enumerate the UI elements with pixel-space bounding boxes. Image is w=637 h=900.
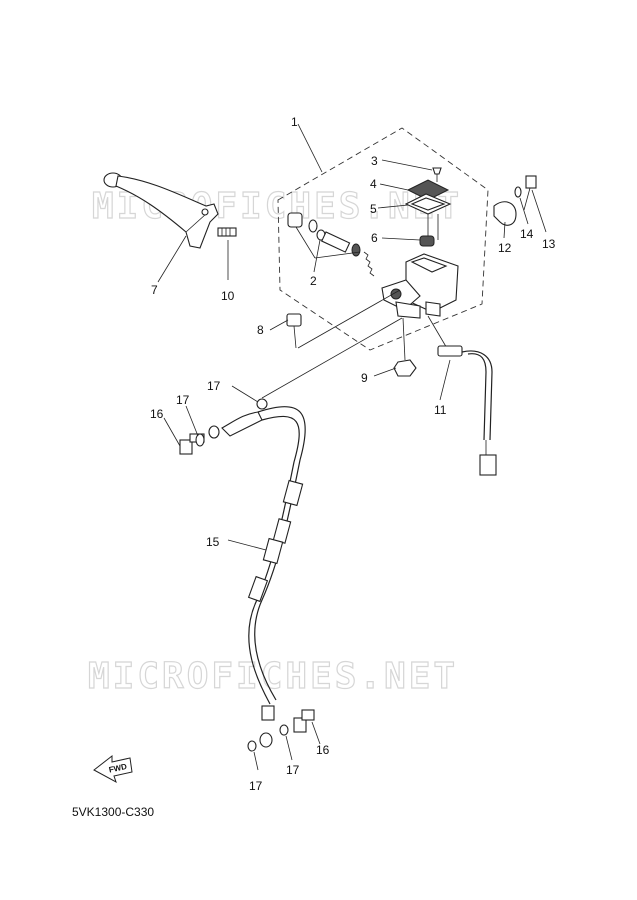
callout-2: 2 bbox=[310, 274, 317, 288]
lever-holder-clamp bbox=[493, 201, 517, 226]
callout-16-upper: 16 bbox=[150, 407, 164, 421]
callout-17-upper-left: 17 bbox=[176, 393, 190, 407]
callout-7: 7 bbox=[151, 283, 158, 297]
callout-5: 5 bbox=[370, 202, 377, 216]
lever-pivot-bolt bbox=[217, 227, 237, 280]
callout-11: 11 bbox=[434, 403, 447, 417]
clamp-bolt bbox=[523, 175, 537, 211]
clamp-washer bbox=[514, 186, 522, 198]
leader-lines bbox=[157, 123, 547, 771]
lower-banjo-fittings bbox=[247, 709, 315, 752]
callout-3: 3 bbox=[371, 154, 378, 168]
callout-17-lower-right: 17 bbox=[286, 763, 300, 777]
fwd-arrow-icon: FWD bbox=[93, 754, 133, 784]
fwd-label: FWD bbox=[108, 762, 128, 775]
piston-kit bbox=[287, 212, 375, 277]
brake-lever bbox=[103, 172, 219, 249]
callout-13: 13 bbox=[542, 237, 556, 251]
callout-16-lower: 16 bbox=[316, 743, 330, 757]
reservoir-cap-parts bbox=[404, 167, 452, 240]
callout-17-lower-left: 17 bbox=[249, 779, 263, 793]
callout-12: 12 bbox=[498, 241, 512, 255]
callout-15: 15 bbox=[206, 535, 220, 549]
callout-9: 9 bbox=[361, 371, 368, 385]
callout-6: 6 bbox=[371, 231, 378, 245]
diaphragm-plate bbox=[419, 235, 435, 247]
master-cylinder-body bbox=[381, 253, 459, 351]
diagram-code: 5VK1300-C330 bbox=[72, 805, 154, 819]
callout-14: 14 bbox=[520, 227, 534, 241]
callout-4: 4 bbox=[370, 177, 377, 191]
upper-banjo-fittings bbox=[179, 317, 403, 455]
brake-hose bbox=[221, 405, 306, 721]
nut bbox=[393, 317, 417, 377]
callout-17-upper-right: 17 bbox=[207, 379, 221, 393]
callout-1: 1 bbox=[291, 115, 298, 129]
callout-10: 10 bbox=[221, 289, 235, 303]
front-brake-switch bbox=[437, 345, 497, 476]
watermark-bottom: MICROFICHES.NET bbox=[88, 656, 458, 697]
mounting-bolt bbox=[286, 289, 401, 349]
callout-8: 8 bbox=[257, 323, 264, 337]
master-cylinder-assembly-outline bbox=[277, 127, 489, 351]
